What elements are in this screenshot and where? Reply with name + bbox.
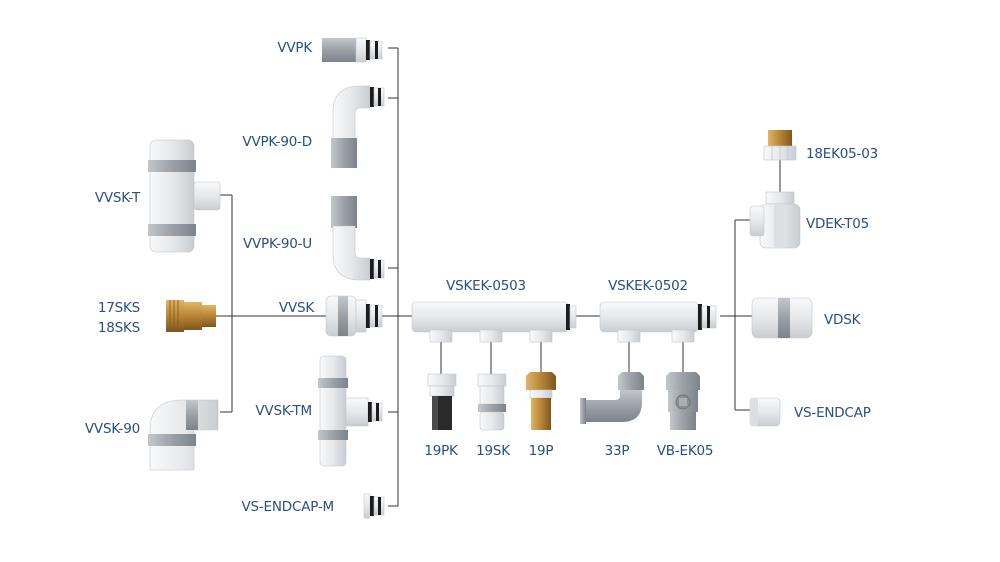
vs-endcap-m-fitting [363,493,385,519]
label-19pk: 19PK [424,443,458,459]
connector-lines [200,47,781,507]
label-vskek-0503: VSKEK-0503 [446,278,526,294]
33p-fitting [580,372,644,424]
label-vs-endcap-m: VS-ENDCAP-M [241,499,334,515]
18ek05-03-fitting [763,130,797,161]
label-vvsk-t: VVSK-T [94,190,140,206]
label-vvsk: VVSK [278,300,314,316]
label-vdsk: VDSK [824,312,861,328]
label-19sk: 19SK [476,443,510,459]
vs-endcap-fitting [749,397,781,427]
vvsk-fitting [325,295,383,337]
19pk-fitting [427,373,457,430]
vvsk-t-fitting [148,139,221,253]
label-vvpk-90-u: VVPK-90-U [242,236,312,252]
vskek-0503-manifold [411,301,577,343]
19p-fitting [526,372,556,430]
vvpk-90-u-fitting [331,196,385,281]
label-33p: 33P [604,443,630,459]
label-vdek-t05: VDEK-T05 [806,216,870,232]
vvpk-90-d-fitting [331,85,385,168]
label-vvsk-90: VVSK-90 [84,421,140,437]
label-vvpk-90-d: VVPK-90-D [242,134,312,150]
label-18sks: 18SKS [97,320,140,336]
vvsk-tm-fitting [318,355,383,467]
label-vb-ek05: VB-EK05 [656,443,714,459]
vvpk-fitting [322,37,383,63]
label-vvpk: VVPK [277,40,312,56]
label-vskek-0502: VSKEK-0502 [608,278,688,294]
label-18ek05-03: 18EK05-03 [806,146,878,162]
vb-ek05-fitting [666,372,700,430]
19sk-fitting [477,373,507,431]
label-17sks: 17SKS [97,300,140,316]
vvsk-90-fitting [148,399,219,471]
vdsk-fitting [751,297,813,339]
sks-brass-fitting [166,300,216,332]
label-vs-endcap: VS-ENDCAP [794,405,871,421]
vdek-t05-fitting [749,191,801,249]
label-vvsk-tm: VVSK-TM [255,403,312,419]
label-19p: 19P [528,443,554,459]
vskek-0502-manifold [599,301,717,343]
